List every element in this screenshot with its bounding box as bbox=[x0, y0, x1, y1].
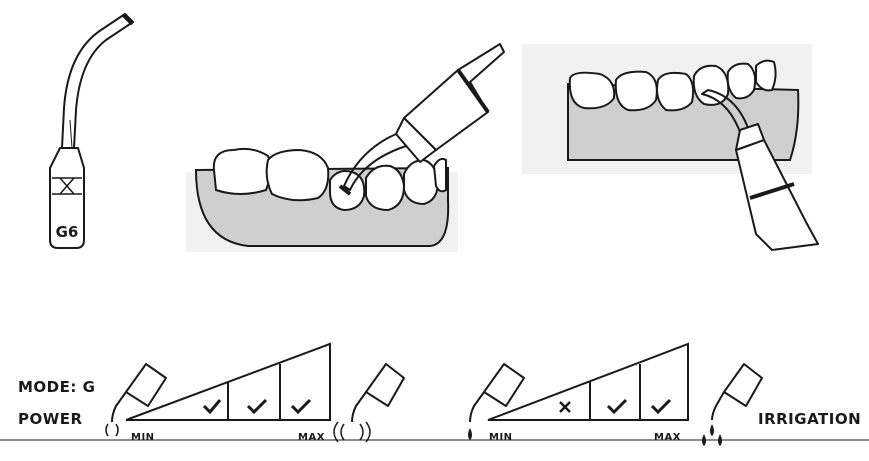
irrigation-wedge bbox=[487, 342, 689, 421]
irrigation-min-label: MIN bbox=[489, 432, 513, 443]
handpiece-icon bbox=[469, 363, 525, 423]
water-drop-icon bbox=[702, 424, 722, 446]
irrigation-max-label: MAX bbox=[654, 432, 681, 443]
mode-label: MODE: G bbox=[18, 378, 96, 396]
check-icon bbox=[290, 398, 312, 415]
vibration-icon bbox=[105, 423, 119, 437]
cross-icon bbox=[559, 401, 571, 413]
handpiece-icon bbox=[111, 363, 167, 423]
vibration-icon bbox=[333, 421, 371, 443]
check-icon bbox=[246, 398, 268, 415]
handpiece-icon bbox=[701, 89, 819, 251]
tip-model-label: G6 bbox=[56, 223, 79, 241]
handpiece-icon bbox=[338, 43, 505, 196]
handpiece-icon bbox=[351, 363, 405, 423]
power-min-label: MIN bbox=[131, 432, 155, 443]
power-label: POWER bbox=[18, 410, 83, 428]
lower-jaw-illustration bbox=[186, 43, 505, 252]
check-icon bbox=[606, 398, 628, 415]
irrigation-scale bbox=[468, 342, 763, 446]
check-icon bbox=[202, 399, 222, 415]
handpiece-icon bbox=[711, 363, 763, 421]
water-drop-icon bbox=[468, 428, 472, 440]
check-icon bbox=[650, 398, 672, 415]
power-scale bbox=[0, 342, 869, 443]
upper-jaw-illustration bbox=[522, 44, 819, 251]
irrigation-label: IRRIGATION bbox=[758, 410, 862, 428]
power-max-label: MAX bbox=[298, 432, 325, 443]
upper-teeth bbox=[568, 59, 777, 112]
scaler-tip-icon bbox=[49, 13, 134, 249]
